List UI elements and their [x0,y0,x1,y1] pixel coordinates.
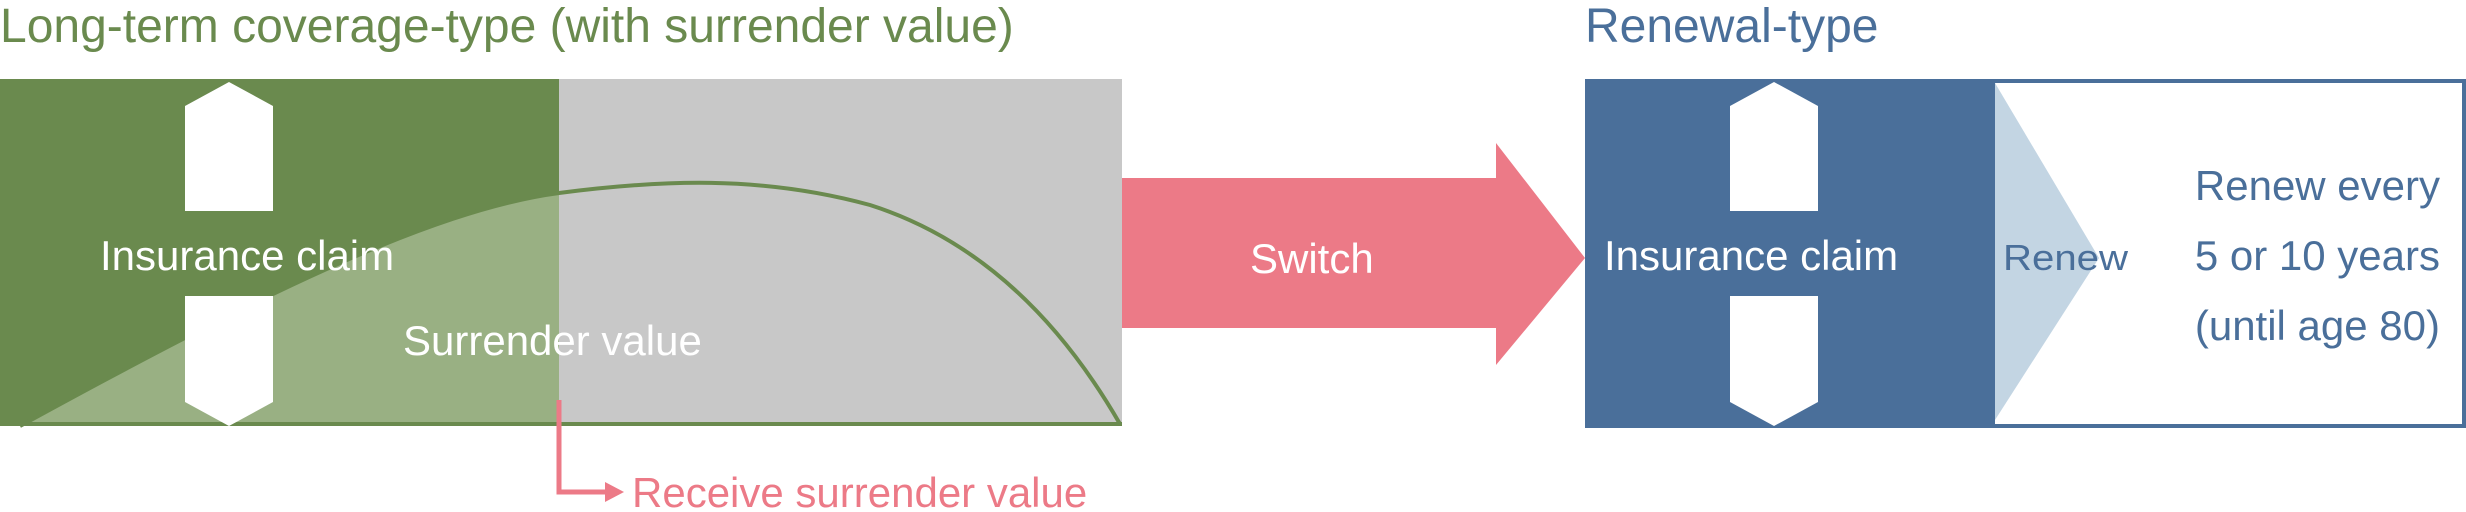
claim-marker-bottom [185,296,273,426]
renew-detail-line-2: 5 or 10 years [2195,232,2440,279]
renewal-title: Renewal-type [1585,0,1879,53]
receive-surrender-label: Receive surrender value [632,469,1087,512]
renew-detail-line-1: Renew every [2195,162,2440,209]
surrender-value-area [20,193,559,426]
renewal-panel: Insurance claim Renew Renew every 5 or 1… [1585,79,2466,428]
switch-arrow: Switch [1122,143,1585,365]
surrender-value-curve [19,180,1122,428]
renew-detail-line-3: (until age 80) [2195,302,2440,349]
receive-arrowhead [605,482,624,502]
long-term-panel: Insurance claim Surrender value Receive … [0,79,1122,512]
renew-chevron [1995,83,2099,420]
claim-marker-bottom-right [1730,296,1818,426]
switch-label: Switch [1250,235,1374,282]
surrender-value-label: Surrender value [403,317,702,364]
insurance-claim-label-left: Insurance claim [100,232,394,279]
insurance-claim-label-right: Insurance claim [1604,232,1898,279]
renew-label: Renew [2003,237,2129,278]
claim-marker-top [185,82,273,211]
switch-arrow-shape [1122,143,1585,365]
post-switch-region [559,79,1122,426]
claim-marker-top-right [1730,82,1818,211]
receive-connector [556,400,608,495]
long-term-title: Long-term coverage-type (with surrender … [0,0,1014,53]
